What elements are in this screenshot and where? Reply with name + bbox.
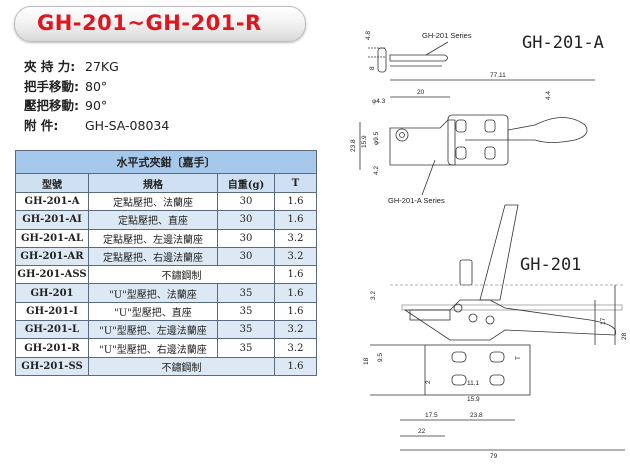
cell-weight: 30	[217, 246, 275, 267]
base-plan-view	[370, 344, 531, 396]
cell-t: 1.6	[274, 210, 317, 230]
cell-weight: 35	[217, 338, 275, 358]
dim-20: 20	[417, 89, 425, 96]
spec-row-handle-move: 把手移動:80°	[24, 78, 108, 94]
series-label-top: GH-201 Series	[422, 31, 472, 40]
plunger-top-view	[368, 47, 448, 73]
cell-weight: 30	[217, 228, 275, 248]
spec-row-force: 夾 持 力:27KG	[24, 59, 119, 74]
cell-weight: 35	[217, 320, 275, 340]
cell-model: GH-201-R	[15, 338, 89, 358]
dim-79: 79	[490, 453, 498, 460]
clamp-body-top	[389, 114, 588, 166]
col-header-t: T	[274, 173, 317, 193]
drawing-label-gh201a: GH-201-A	[522, 33, 604, 53]
cell-weight: 35	[217, 283, 275, 303]
dim-4-2: 4.2	[373, 166, 380, 175]
table-caption: 水平式夾鉗〔嘉手〕	[15, 150, 317, 174]
cell-spec: 定點壓把、左邊法蘭座	[88, 228, 218, 248]
dim-15-9: 15.9	[361, 135, 368, 148]
dim-23-8: 23.8	[350, 139, 357, 152]
dim-11-1: 11.1	[467, 380, 480, 387]
dim-17: 17	[600, 317, 607, 325]
cell-model: GH-201-AL	[15, 228, 89, 248]
cell-model: GH-201-L	[15, 320, 89, 340]
cell-weight: 30	[217, 210, 275, 230]
cell-spec: "U"型壓把、法蘭座	[88, 283, 218, 303]
dim-15-9-bottom: 15.9	[467, 396, 480, 403]
cell-model: GH-201-AR	[15, 246, 89, 267]
dim-22: 22	[418, 428, 426, 435]
spec-list: 夾 持 力:27KG 把手移動:80° 壓把移動:90° 附 件:GH-SA-0…	[24, 57, 169, 135]
cell-spec: 定點壓把、右邊法蘭座	[88, 246, 218, 267]
title-banner: GH-201~GH-201-R	[14, 6, 306, 42]
cell-model: GH-201-SS	[15, 356, 89, 376]
cell-spec: 定點壓把、直座	[88, 210, 218, 230]
cell-t: 1.6	[274, 283, 317, 303]
page-title: GH-201~GH-201-R	[37, 11, 262, 35]
dim-17-5: 17.5	[425, 412, 438, 419]
cell-spec: "U"型壓把、左邊法蘭座	[88, 320, 218, 340]
col-header-spec: 規格	[88, 173, 218, 193]
cell-spec: 定點壓把、法蘭座	[88, 191, 218, 212]
leader-line	[421, 159, 436, 196]
cell-t: 3.2	[274, 338, 317, 358]
cell-weight: 30	[217, 191, 275, 212]
series-label-a: GH-201-A Series	[388, 196, 445, 205]
spec-row-press-move: 壓把移動:90°	[24, 98, 108, 113]
cell-t: 1.6	[274, 191, 317, 212]
cell-t: 1.6	[274, 356, 317, 376]
dim-77-11: 77.11	[490, 72, 506, 79]
cell-spec: 不鏽鋼制	[88, 356, 275, 376]
cell-model: GH-201	[15, 283, 89, 303]
cell-model: GH-201-ASS	[15, 265, 89, 285]
dim-phi4-3: φ4.3	[372, 98, 386, 105]
cell-t: 3.2	[274, 320, 317, 340]
col-header-model: 型號	[15, 173, 89, 193]
dim-23-8-bottom: 23.8	[470, 412, 483, 419]
dim-t: T	[515, 356, 522, 360]
cell-t: 1.6	[274, 265, 317, 285]
col-header-weight: 自重(g)	[217, 173, 275, 193]
spec-row-accessory: 附 件:GH-SA-08034	[24, 117, 170, 133]
cell-spec: "U"型壓把、直座	[88, 301, 218, 322]
dim-8: 8	[369, 66, 376, 70]
cell-model: GH-201-A	[15, 191, 89, 212]
dim-4-4: 4.4	[545, 91, 552, 100]
drawing-label-gh201: GH-201	[520, 255, 581, 275]
dim-2: 2	[425, 380, 432, 384]
leader-line	[425, 41, 449, 56]
dim-phi9-5: φ9.5	[373, 131, 380, 145]
clamp-side-view	[390, 204, 625, 341]
dim-4-8: 4.8	[365, 31, 372, 40]
technical-drawing: GH-201-A GH-201 Series 4.8 8 77.11 20 4.…	[350, 31, 628, 460]
dim-3-2: 3.2	[370, 291, 377, 300]
cell-spec: "U"型壓把、右邊法蘭座	[88, 338, 218, 358]
dim-9-5: 9.5	[377, 353, 384, 362]
cell-model: GH-201-AI	[15, 210, 89, 230]
dim-18: 18	[363, 357, 370, 365]
cell-spec: 不鏽鋼制	[88, 265, 275, 285]
cell-model: GH-201-I	[15, 301, 89, 322]
cell-t: 3.2	[274, 246, 317, 267]
cell-weight: 35	[217, 301, 275, 322]
cell-t: 1.6	[274, 301, 317, 322]
cell-t: 3.2	[274, 228, 317, 248]
dim-28: 28	[621, 332, 628, 340]
